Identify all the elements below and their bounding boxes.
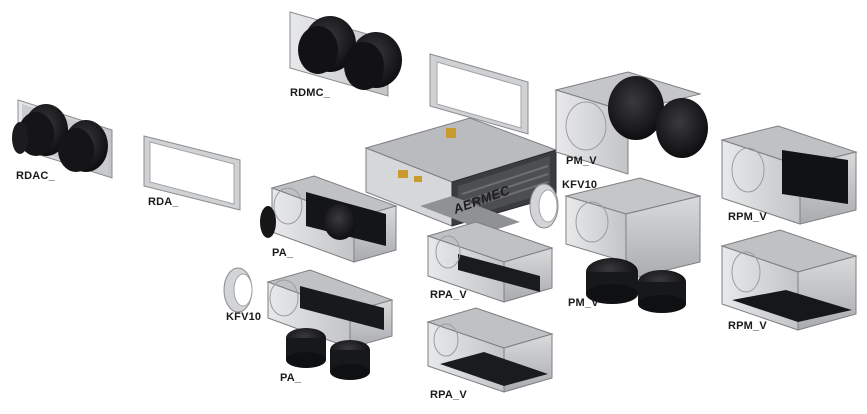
rpa-v-mid-component — [426, 221, 554, 303]
label-pa-bottom: PA_ — [280, 372, 302, 384]
pm-v-top-component — [554, 71, 708, 175]
label-pm-v-bottom: PM_V — [568, 297, 599, 309]
kfv10-collar-left — [223, 267, 253, 313]
rdac-component — [12, 99, 113, 179]
label-kfv10-right: KFV10 — [562, 179, 598, 191]
fan-coil-unit — [364, 117, 558, 232]
flange-frame-top — [429, 53, 529, 135]
rda-component — [143, 135, 241, 211]
label-pa-top: PA_ — [272, 247, 294, 259]
label-rdmc: RDMC_ — [290, 87, 331, 99]
label-rpa-v-bottom: RPA_V — [430, 389, 467, 401]
kfv10-collar-right — [529, 183, 559, 229]
label-rda: RDA_ — [148, 196, 179, 208]
label-rpm-v-top: RPM_V — [728, 211, 767, 223]
label-pm-v-top: PM_V — [566, 155, 597, 167]
pa-bottom-component — [266, 269, 394, 380]
label-kfv10-left: KFV10 — [226, 311, 262, 323]
rpm-v-bottom-component — [720, 229, 858, 331]
pm-v-bottom-component — [564, 177, 702, 313]
rpa-v-bottom-component — [426, 307, 554, 393]
rdmc-component — [289, 11, 402, 97]
label-rdac: RDAC_ — [16, 170, 55, 182]
rpm-v-top-component — [720, 125, 858, 225]
pa-top-component — [260, 175, 398, 263]
label-rpa-v-mid: RPA_V — [430, 289, 467, 301]
label-rpm-v-bottom: RPM_V — [728, 320, 767, 332]
